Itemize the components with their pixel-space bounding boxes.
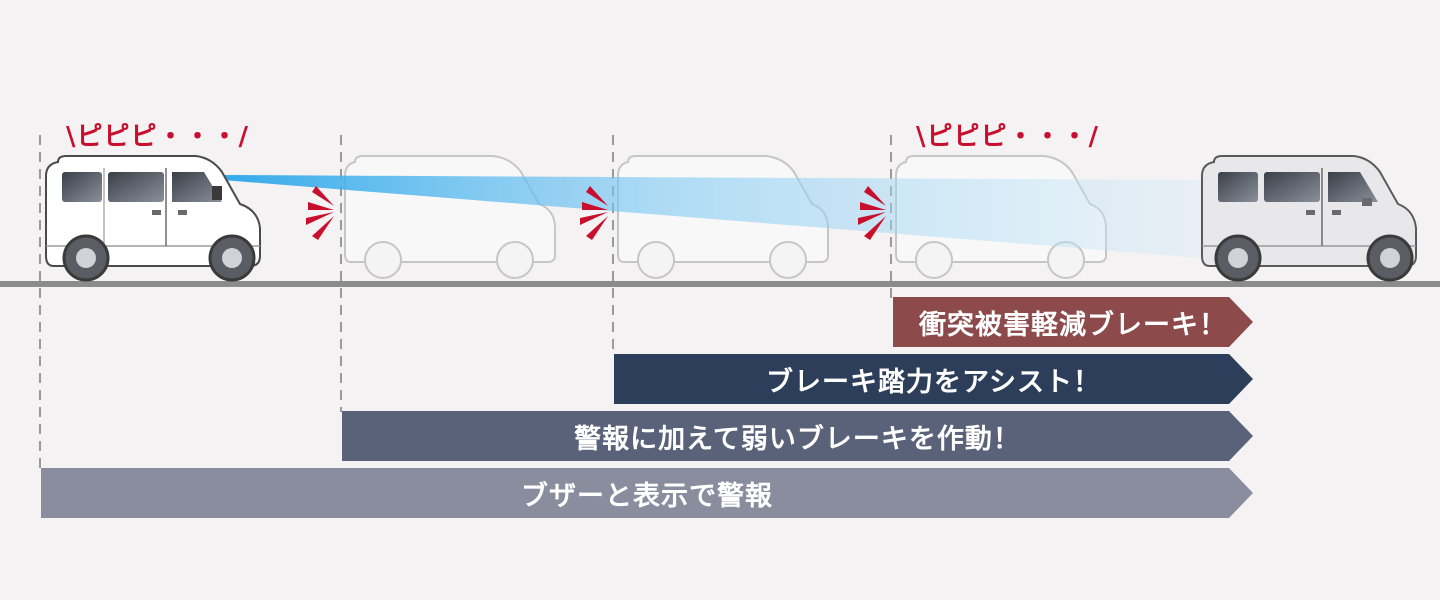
alert-mark bbox=[580, 186, 608, 240]
sensor-beam bbox=[222, 175, 1202, 258]
stage-bar-buzzer-warning: ブザーと表示で警報 bbox=[41, 468, 1253, 518]
stage-bar-brake-assist: ブレーキ踏力をアシスト！ bbox=[614, 354, 1253, 404]
road bbox=[0, 281, 1440, 287]
stage-label: 警報に加えて弱いブレーキを作動！ bbox=[574, 423, 1021, 455]
ghost-van bbox=[344, 155, 556, 279]
beep-text: \ピピピ・・・/ bbox=[66, 122, 249, 152]
stage-bar-light-braking: 警報に加えて弱いブレーキを作動！ bbox=[342, 411, 1253, 461]
stage-label: 衝突被害軽減ブレーキ！ bbox=[919, 309, 1227, 341]
stage-label: ブザーと表示で警報 bbox=[521, 480, 773, 512]
beep-text: \ピピピ・・・/ bbox=[916, 122, 1099, 152]
guide-lines bbox=[39, 135, 892, 472]
alert-mark bbox=[306, 186, 334, 240]
stage-bar-collision-braking: 衝突被害軽減ブレーキ！ bbox=[893, 297, 1253, 347]
stage-label: ブレーキ踏力をアシスト！ bbox=[766, 366, 1101, 398]
vehicle-ahead bbox=[1201, 155, 1417, 282]
own-van bbox=[45, 155, 261, 282]
alert-mark bbox=[858, 186, 886, 240]
